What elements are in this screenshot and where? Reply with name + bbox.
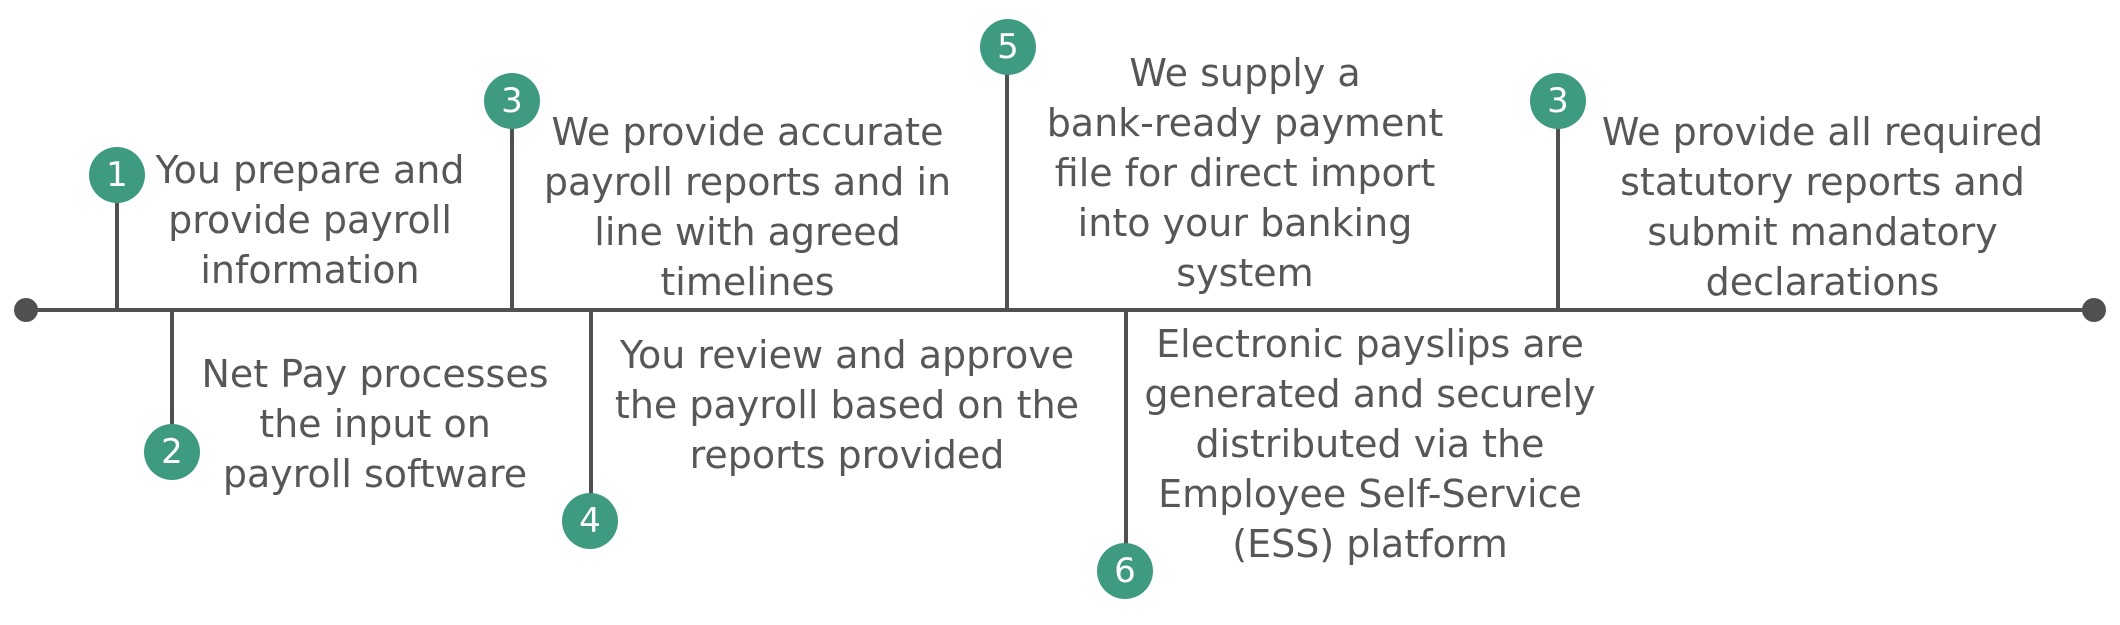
step-7-marker: 3 — [1530, 73, 1586, 129]
step-5-text: We supply a bank-ready payment file for … — [1046, 51, 1444, 295]
step-3-text: We provide accurate payroll reports and … — [543, 110, 952, 304]
step-2-text: Net Pay processes the input on payroll s… — [201, 352, 549, 496]
step-4-text: You review and approve the payroll based… — [614, 333, 1080, 477]
step-1-marker: 1 — [89, 147, 145, 203]
timeline-start-dot — [14, 298, 38, 322]
step-6-marker: 6 — [1097, 543, 1153, 599]
step-1-text: You prepare and provide payroll informat… — [155, 148, 465, 292]
step-7-text: We provide all required statutory report… — [1601, 110, 2044, 304]
step-4-stem — [589, 310, 593, 520]
step-6-stem — [1124, 310, 1128, 572]
step-4-marker: 4 — [562, 493, 618, 549]
step-5-marker: 5 — [980, 19, 1036, 75]
step-2-stem — [170, 310, 174, 452]
step-7-stem — [1556, 102, 1560, 310]
timeline-end-dot — [2082, 298, 2106, 322]
step-2-marker: 2 — [144, 424, 200, 480]
timeline-axis — [27, 308, 2093, 312]
step-5-stem — [1005, 48, 1009, 310]
step-1-stem — [115, 176, 119, 310]
step-6-text: Electronic payslips are generated and se… — [1144, 322, 1596, 566]
step-3-stem — [510, 102, 514, 310]
step-3-marker: 3 — [484, 73, 540, 129]
